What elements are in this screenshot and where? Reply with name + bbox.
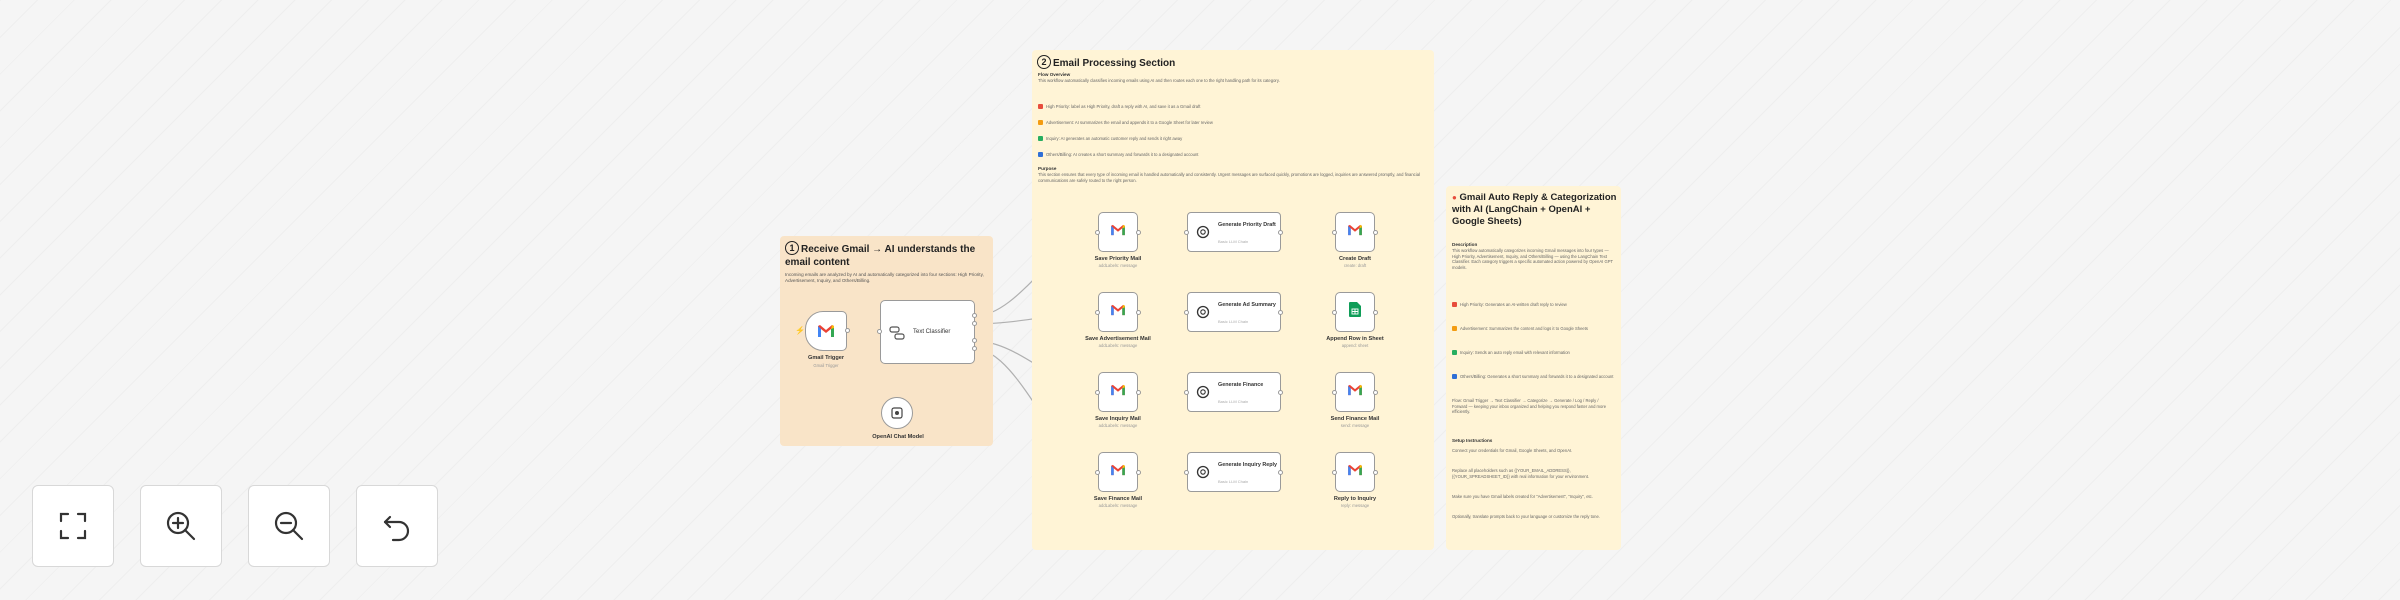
category-item: High Priority: Generates an AI-written d… xyxy=(1452,302,1614,308)
category-item: Advertisement: AI summarizes the email a… xyxy=(1038,120,1423,126)
zoom-in-button[interactable] xyxy=(140,485,222,567)
node-sublabel: append: sheet xyxy=(1341,343,1369,348)
node-label: Generate Priority Draft xyxy=(1218,222,1276,228)
openai-chat-model-node[interactable] xyxy=(881,397,913,429)
openai-icon xyxy=(1196,305,1210,324)
node-sublabel: addLabels: message xyxy=(1098,343,1138,348)
openai-icon xyxy=(1196,225,1210,244)
node-sublabel: addLabels: message xyxy=(1098,263,1138,268)
description-heading: Description xyxy=(1452,242,1478,247)
node-label: Generate Ad Summary xyxy=(1218,302,1276,308)
sticky-description: Incoming emails are analyzed by AI and a… xyxy=(785,272,984,283)
flow-text: Flow: Gmail Trigger → Text Classifier → … xyxy=(1452,398,1607,415)
category-item: Others/Billing: Generates a short summar… xyxy=(1452,374,1614,380)
category-item: Advertisement: Summarizes the content an… xyxy=(1452,326,1614,332)
google-sheets-icon xyxy=(1349,302,1361,322)
google-sheets-node[interactable] xyxy=(1335,292,1375,332)
reset-zoom-button[interactable] xyxy=(356,485,438,567)
gmail-icon xyxy=(1110,303,1126,321)
text-classifier-node[interactable]: Text Classifier xyxy=(880,300,975,364)
gmail-label-node[interactable] xyxy=(1098,212,1138,252)
node-sublabel: send: message xyxy=(1340,423,1370,428)
node-sublabel: reply: message xyxy=(1340,503,1370,508)
pin-icon: ● xyxy=(1452,193,1457,202)
node-sublabel: create: draft xyxy=(1343,263,1367,268)
gmail-trigger-node[interactable] xyxy=(805,311,847,351)
gmail-icon xyxy=(1110,223,1126,241)
setup-step: Make sure you have Gmail labels created … xyxy=(1452,494,1593,499)
zoom-in-icon xyxy=(166,511,196,541)
node-sublabel: Gmail Trigger xyxy=(813,363,839,368)
description-text: This workflow automatically categorizes … xyxy=(1452,248,1613,270)
llm-chain-node[interactable]: Generate Ad Summary Basic LLM Chain xyxy=(1187,292,1281,332)
gmail-action-node[interactable] xyxy=(1335,452,1375,492)
overview-heading: Flow Overview xyxy=(1038,72,1071,77)
category-item: High Priority: label as High Priority, d… xyxy=(1038,104,1423,110)
section-number-badge: 1 xyxy=(785,241,799,255)
node-label: Save Priority Mail xyxy=(1094,256,1142,262)
trigger-bolt-icon: ⚡ xyxy=(795,326,805,335)
llm-chain-node[interactable]: Generate Priority Draft Basic LLM Chain xyxy=(1187,212,1281,252)
node-label: Save Inquiry Mail xyxy=(1095,416,1141,422)
node-label: OpenAI Chat Model xyxy=(872,434,924,440)
gmail-icon xyxy=(1347,223,1363,241)
sticky-note-description[interactable]: ● Gmail Auto Reply & Categorization with… xyxy=(1446,186,1621,550)
section-number-badge: 2 xyxy=(1037,55,1051,69)
zoom-out-icon xyxy=(274,511,304,541)
llm-chain-node[interactable]: Generate Inquiry Reply Basic LLM Chain xyxy=(1187,452,1281,492)
sticky-title: ● Gmail Auto Reply & Categorization with… xyxy=(1452,192,1617,227)
node-label: Generate Finance xyxy=(1218,382,1264,388)
gmail-icon xyxy=(1110,463,1126,481)
node-label: Append Row in Sheet xyxy=(1326,336,1384,342)
zoom-out-button[interactable] xyxy=(248,485,330,567)
setup-step: Replace all placeholders such as {{YOUR_… xyxy=(1452,468,1590,479)
node-label: Create Draft xyxy=(1338,256,1372,262)
node-label: Send Finance Mail xyxy=(1330,416,1380,422)
gmail-label-node[interactable] xyxy=(1098,292,1138,332)
gmail-action-node[interactable] xyxy=(1335,372,1375,412)
node-sublabel: Basic LLM Chain xyxy=(1218,399,1249,404)
node-label: Gmail Trigger xyxy=(807,355,845,361)
gmail-icon xyxy=(818,325,834,337)
setup-step: Connect your credentials for Gmail, Goog… xyxy=(1452,448,1573,453)
node-sublabel: Basic LLM Chain xyxy=(1218,319,1249,324)
purpose-text: This section ensures that every type of … xyxy=(1038,172,1420,183)
undo-icon xyxy=(383,515,410,542)
category-item: Inquiry: Sends an auto reply email with … xyxy=(1452,350,1614,356)
node-label: Generate Inquiry Reply xyxy=(1218,462,1278,468)
gmail-icon xyxy=(1110,383,1126,401)
node-label: Reply to Inquiry xyxy=(1333,496,1377,502)
gmail-icon xyxy=(1347,383,1363,401)
classifier-icon xyxy=(889,326,905,340)
purpose-heading: Purpose xyxy=(1038,166,1057,171)
openai-icon xyxy=(891,407,903,419)
overview-text: This workflow automatically classifies i… xyxy=(1038,78,1280,83)
gmail-action-node[interactable] xyxy=(1335,212,1375,252)
node-sublabel: Basic LLM Chain xyxy=(1218,239,1249,244)
node-label: Save Advertisement Mail xyxy=(1085,336,1151,342)
openai-icon xyxy=(1196,465,1210,484)
llm-chain-node[interactable]: Generate Finance Basic LLM Chain xyxy=(1187,372,1281,412)
openai-icon xyxy=(1196,385,1210,404)
setup-step: Optionally, translate prompts back to yo… xyxy=(1452,514,1600,519)
node-label: Text Classifier xyxy=(913,329,951,335)
gmail-icon xyxy=(1347,463,1363,481)
node-sublabel: addLabels: message xyxy=(1098,503,1138,508)
gmail-label-node[interactable] xyxy=(1098,372,1138,412)
node-sublabel: Basic LLM Chain xyxy=(1218,479,1249,484)
node-label: Save Finance Mail xyxy=(1093,496,1143,502)
category-item: Others/Billing: AI creates a short summa… xyxy=(1038,152,1423,158)
fit-to-view-button[interactable] xyxy=(32,485,114,567)
setup-heading: Setup Instructions xyxy=(1452,438,1493,443)
fit-view-icon xyxy=(59,512,87,540)
gmail-label-node[interactable] xyxy=(1098,452,1138,492)
node-sublabel: addLabels: message xyxy=(1098,423,1138,428)
category-item: Inquiry: AI generates an automatic custo… xyxy=(1038,136,1423,142)
